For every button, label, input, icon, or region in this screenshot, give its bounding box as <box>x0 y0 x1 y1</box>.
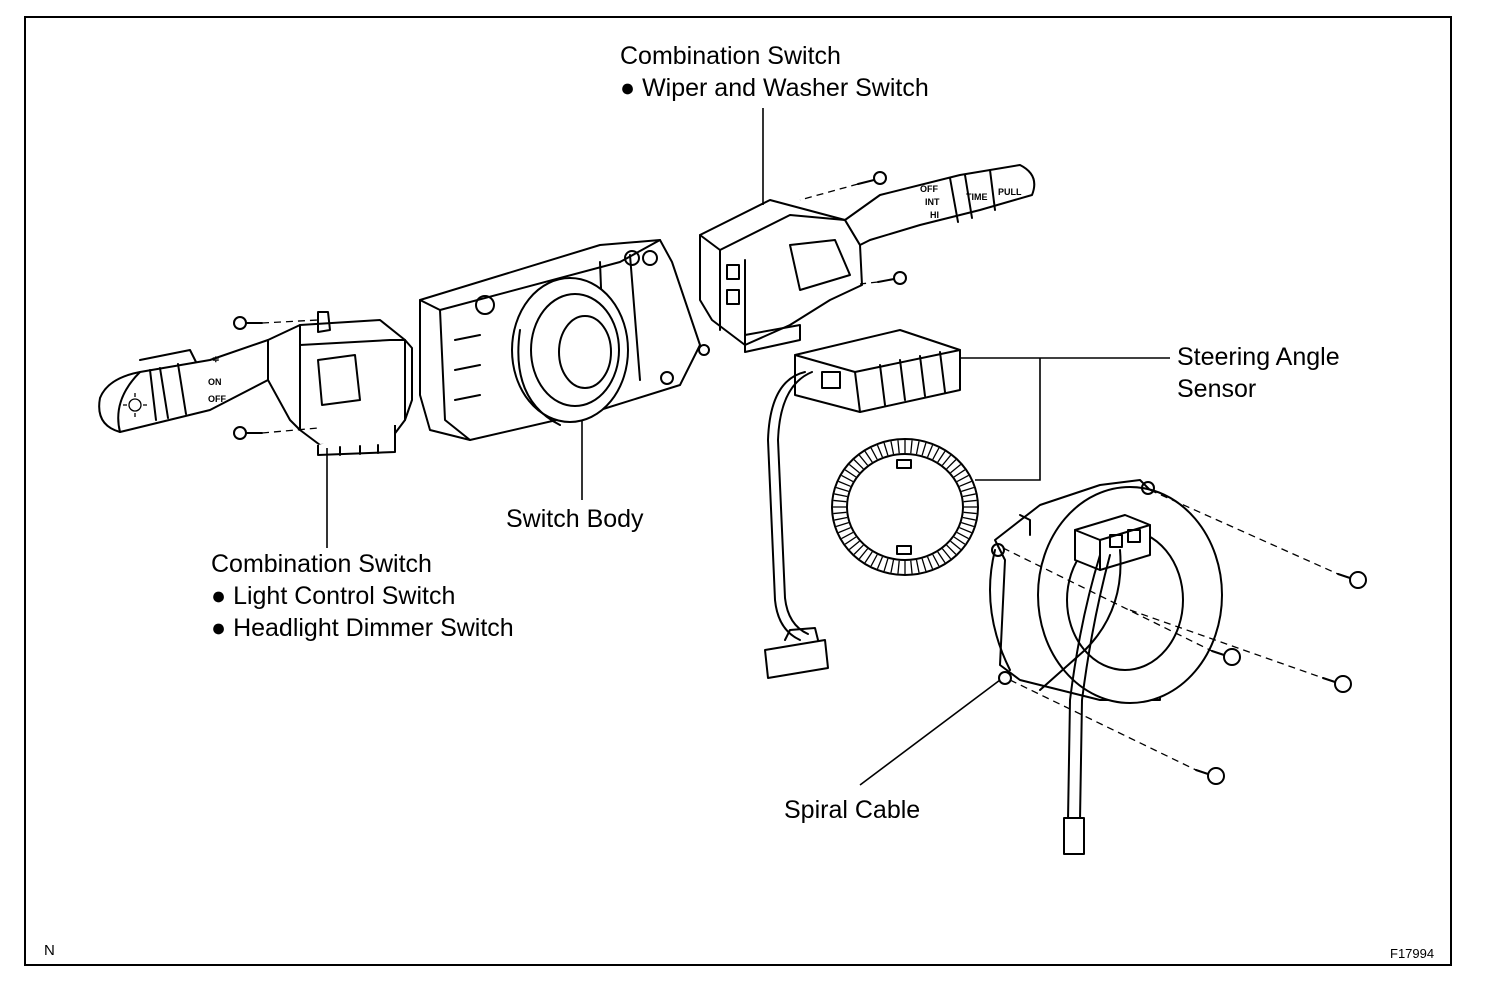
ring-tooth <box>890 559 895 573</box>
wiper-switch-item: ● Wiper and Washer Switch <box>620 74 929 102</box>
ring-tooth <box>950 540 962 551</box>
ring-tooth <box>834 493 848 498</box>
ring-tooth <box>910 440 913 454</box>
ring-tooth <box>864 450 873 463</box>
spiral-cable-label: Spiral Cable <box>784 796 921 824</box>
ring-tooth <box>848 463 860 474</box>
ring-tooth <box>870 554 878 567</box>
leader-lines <box>326 108 1170 786</box>
ring-tooth <box>915 441 920 455</box>
figure-code: F17994 <box>1390 946 1435 961</box>
svg-text:INT: INT <box>925 197 940 207</box>
ring-tooth <box>963 511 977 515</box>
figure-frame <box>24 16 1452 966</box>
svg-text:≑: ≑ <box>212 354 220 364</box>
ring-tooth <box>853 544 864 555</box>
ring-tooth <box>848 540 860 551</box>
ring-tooth <box>961 522 975 528</box>
svg-text:HI: HI <box>930 210 939 220</box>
switch-body-assembly <box>419 239 710 441</box>
wiper-washer-switch-assembly: OFF INT HI TIME PULL <box>699 164 1036 353</box>
wiper-switch-label: Combination Switch ● Wiper and Washer Sw… <box>620 40 929 104</box>
ring-tooth <box>883 442 889 456</box>
corner-mark-left: N <box>44 942 55 959</box>
ring-tooth <box>841 474 854 483</box>
svg-text:PULL: PULL <box>998 187 1022 197</box>
ring-tooth <box>858 548 869 560</box>
ring-tooth <box>910 560 913 574</box>
ring-tooth <box>953 469 966 478</box>
svg-text:ON: ON <box>208 377 222 387</box>
ring-tooth <box>838 480 851 487</box>
ring-tooth <box>926 556 934 570</box>
ring-tooth <box>870 447 878 460</box>
steering-angle-sensor-assembly <box>764 329 979 679</box>
ring-tooth <box>833 511 847 515</box>
steering-angle-sensor-label: Steering Angle Sensor <box>1177 343 1340 403</box>
spiral-cable-assembly <box>989 479 1367 855</box>
ring-tooth <box>834 516 848 521</box>
svg-text:OFF: OFF <box>920 184 938 194</box>
ring-tooth <box>844 469 857 478</box>
ring-tooth <box>833 499 847 503</box>
ring-tooth <box>937 551 946 564</box>
bullet-icon: ● <box>620 74 636 102</box>
ring-tooth <box>921 558 927 572</box>
ring-tooth <box>835 486 849 492</box>
ring-tooth <box>921 442 927 456</box>
ring-tooth <box>897 440 900 454</box>
ring-tooth <box>915 559 920 573</box>
ring-tooth <box>953 536 966 545</box>
switch-body-label: Switch Body <box>506 505 644 533</box>
ring-tooth <box>890 441 895 455</box>
ring-tooth <box>946 459 957 470</box>
ring-tooth <box>858 454 869 466</box>
ring-tooth <box>883 558 889 572</box>
ring-tooth <box>962 516 976 521</box>
wiper-switch-title: Combination Switch <box>620 42 841 70</box>
svg-text:OFF: OFF <box>208 394 226 404</box>
light-switch-title: Combination Switch <box>211 550 432 578</box>
light-switch-label: Combination Switch ● Light Control Switc… <box>211 548 514 644</box>
ring-tooth <box>941 454 952 466</box>
ring-tooth <box>959 527 972 534</box>
ring-tooth <box>835 522 849 528</box>
dimmer-switch-item: ● Headlight Dimmer Switch <box>211 614 514 642</box>
svg-text:TIME: TIME <box>966 192 988 202</box>
ring-tooth <box>937 450 946 463</box>
light-switch-item: ● Light Control Switch <box>211 582 456 610</box>
ring-tooth <box>841 531 854 540</box>
ring-tooth <box>932 447 940 460</box>
ring-tooth <box>962 493 976 498</box>
light-control-switch-assembly: ON OFF ≑ <box>98 311 413 456</box>
ring-tooth <box>961 486 975 492</box>
ring-tooth <box>876 556 884 570</box>
ring-tooth <box>897 560 900 574</box>
ring-tooth <box>932 554 940 567</box>
ring-tooth <box>926 444 934 458</box>
ring-tooth <box>876 444 884 458</box>
ring-tooth <box>853 459 864 470</box>
bullet-icon: ● <box>211 582 227 610</box>
ring-tooth <box>959 480 972 487</box>
ring-tooth <box>956 474 969 483</box>
bullet-icon: ● <box>211 614 227 642</box>
ring-tooth <box>950 463 962 474</box>
ring-tooth <box>956 531 969 540</box>
ring-tooth <box>844 536 857 545</box>
ring-tooth <box>838 527 851 534</box>
ring-tooth <box>941 548 952 560</box>
ring-tooth <box>946 544 957 555</box>
ring-tooth <box>963 499 977 503</box>
ring-tooth <box>864 551 873 564</box>
